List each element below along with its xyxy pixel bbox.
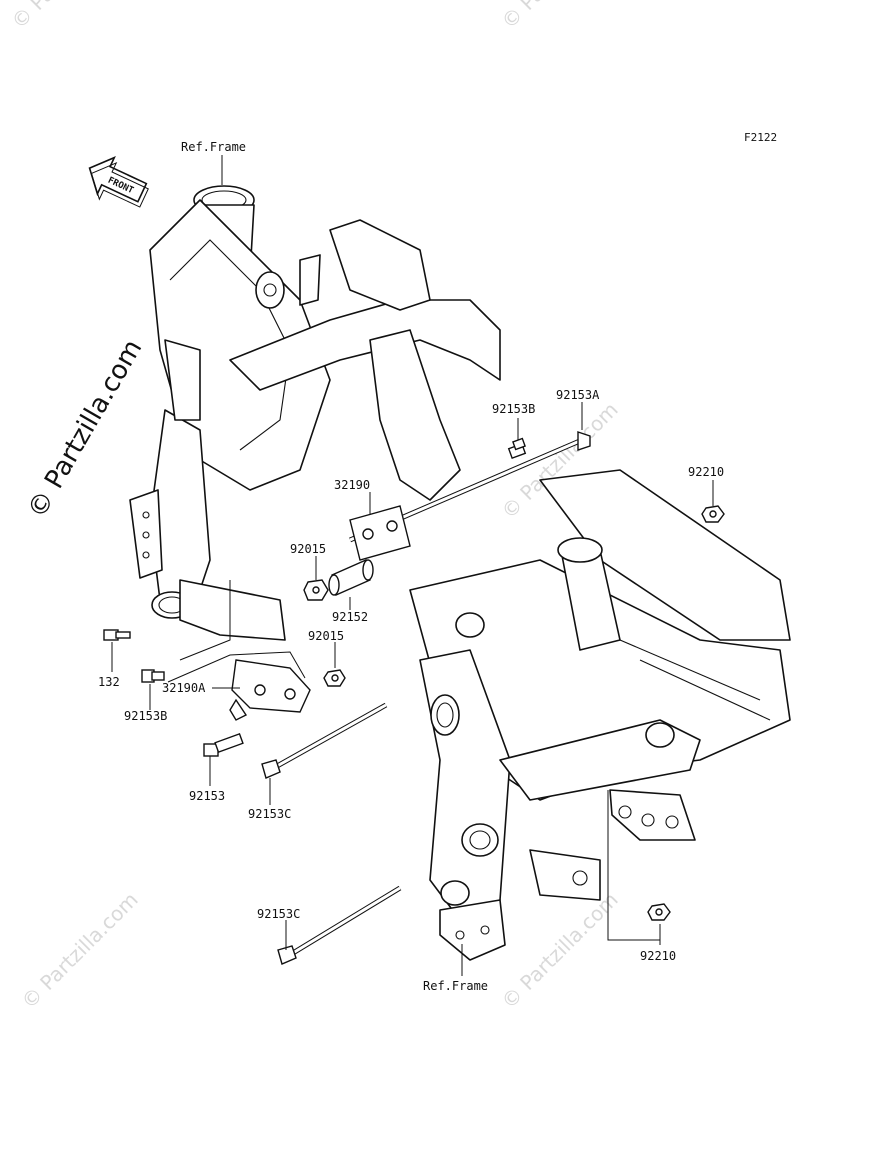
collar-92152-icon: [328, 559, 374, 596]
label-92015-top: 92015: [290, 542, 326, 556]
bolt-132-icon: [103, 629, 131, 641]
faint-watermarks: © Partzilla.com © Partzilla.com © Partzi…: [7, 0, 623, 1014]
figure-code: F2122: [744, 131, 777, 144]
label-132: 132: [98, 675, 120, 689]
label-92210-bottom: 92210: [640, 949, 676, 963]
leader-lines: [111, 155, 714, 976]
label-ref-frame-top: Ref.Frame: [181, 140, 246, 154]
lower-frame: [409, 469, 791, 961]
bolt-92153b-top-icon: [507, 437, 527, 459]
bracket-32190-icon: [349, 505, 411, 561]
watermark-faint-2: © Partzilla.com: [497, 0, 623, 34]
label-92153: 92153: [189, 789, 225, 803]
bolt-92153c-bottom-icon: [277, 885, 402, 965]
watermark-faint-4: © Partzilla.com: [17, 887, 143, 1013]
watermark-faint-1: © Partzilla.com: [7, 0, 133, 34]
nut-92015-mid-icon: [323, 669, 346, 687]
front-arrow-icon: FRONT: [88, 156, 149, 208]
nut-92210-top-icon: [701, 505, 725, 523]
nut-92210-bottom-icon: [647, 903, 671, 921]
bolt-92153b-bottom-icon: [141, 669, 165, 683]
label-32190: 32190: [334, 478, 370, 492]
part-labels: Ref.Frame 92153B 92153A 92210 32190 9201…: [98, 140, 724, 993]
watermark-main: © Partzilla.com: [22, 335, 148, 524]
bracket-32190a-icon: [229, 659, 311, 721]
label-92153c-mid: 92153C: [248, 807, 291, 821]
label-ref-frame-bottom: Ref.Frame: [423, 979, 488, 993]
label-92153b-bottom: 92153B: [124, 709, 167, 723]
bolt-92153c-mid-icon: [261, 702, 388, 779]
label-92153c-bottom: 92153C: [257, 907, 300, 921]
label-32190a: 32190A: [162, 681, 206, 695]
bolt-92153-icon: [203, 732, 244, 757]
label-92015-mid: 92015: [308, 629, 344, 643]
watermark-faint-5: © Partzilla.com: [497, 887, 623, 1013]
fasteners: [103, 431, 725, 965]
label-92153b-top: 92153B: [492, 402, 535, 416]
label-92152: 92152: [332, 610, 368, 624]
nut-92015-top-icon: [303, 579, 329, 601]
upper-frame: [129, 185, 501, 641]
label-92153a: 92153A: [556, 388, 600, 402]
label-92210-top: 92210: [688, 465, 724, 479]
